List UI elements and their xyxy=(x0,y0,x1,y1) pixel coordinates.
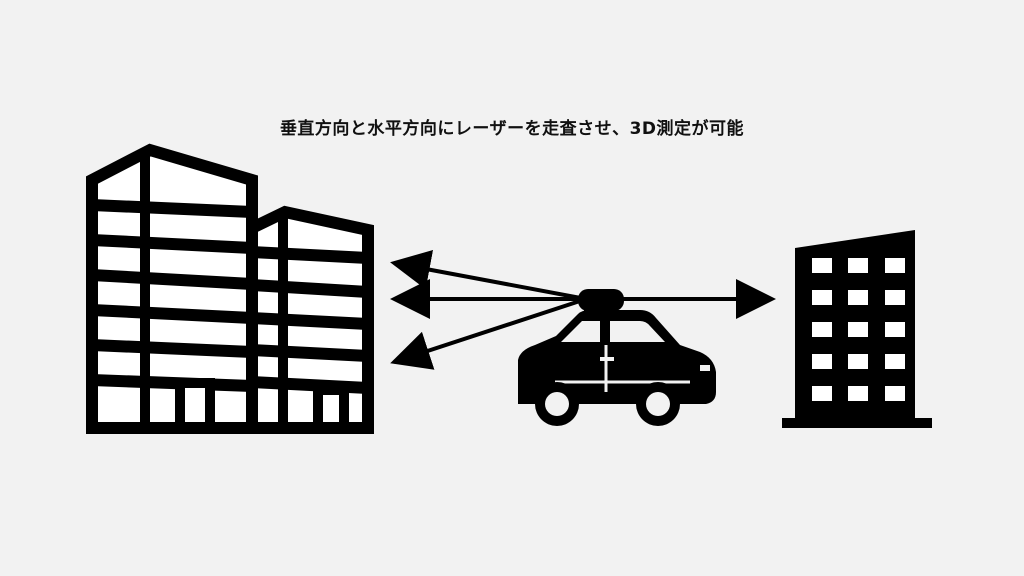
lidar-sensor xyxy=(578,289,624,311)
diagram-caption: 垂直方向と水平方向にレーザーを走査させ、3D測定が可能 xyxy=(279,119,745,139)
apartment-building-icon xyxy=(782,230,932,428)
car-with-lidar-icon xyxy=(518,289,716,426)
office-buildings-icon xyxy=(86,143,374,434)
laser-beam-lower xyxy=(390,297,587,370)
laser-beams xyxy=(390,249,776,370)
laser-beam-upper xyxy=(390,249,587,301)
